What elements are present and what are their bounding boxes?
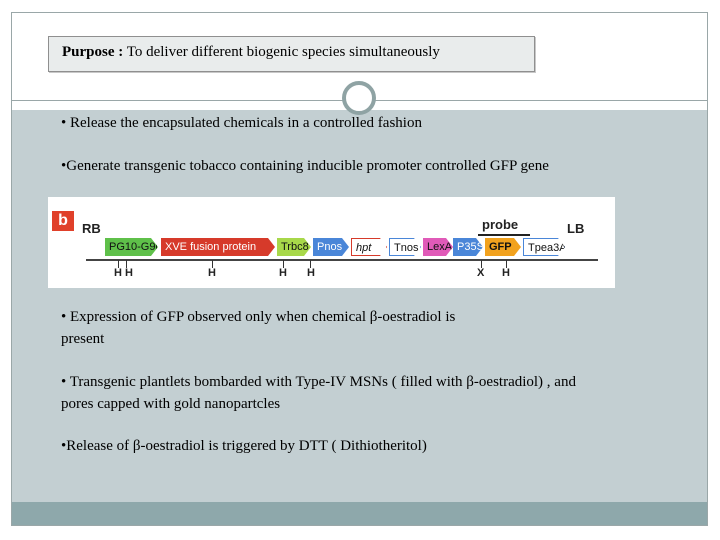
site-label-hh: H H <box>114 267 133 279</box>
rb-label: RB <box>82 221 101 236</box>
probe-line <box>478 234 530 236</box>
bullet-release: • Release the encapsulated chemicals in … <box>61 115 422 131</box>
site-tick <box>310 260 311 268</box>
segment-tpea3a: Tpea3A <box>523 238 565 256</box>
site-label-x: X <box>477 267 485 279</box>
gene-construct-diagram: b RB LB probe PG10-G90 XVE fusion protei… <box>48 197 615 288</box>
site-label-h: H <box>208 267 216 279</box>
segment-gfp: GFP <box>485 238 521 256</box>
segment-pg10-g90: PG10-G90 <box>105 238 158 256</box>
lb-label: LB <box>567 221 585 236</box>
bullet-release-dtt: •Release of β-oestradiol is triggered by… <box>61 438 427 454</box>
site-tick <box>126 260 127 268</box>
site-label-h: H <box>307 267 315 279</box>
site-tick <box>283 260 284 268</box>
segment-trbc8: Trbc8 <box>277 238 311 256</box>
segment-tnos: Tnos <box>389 238 421 256</box>
site-tick <box>118 260 119 268</box>
divider-circle-icon <box>342 81 376 115</box>
purpose-box: Purpose : To deliver different biogenic … <box>48 36 535 72</box>
site-label-h: H <box>279 267 287 279</box>
content-area <box>12 110 707 502</box>
segment-hpt: hpt <box>351 238 387 256</box>
bullet-expression-line1: • Expression of GFP observed only when c… <box>61 309 456 325</box>
dna-backbone <box>86 259 598 261</box>
segment-xve: XVE fusion protein <box>161 238 275 256</box>
segment-lexa: LexA <box>423 238 453 256</box>
probe-label: probe <box>482 217 519 232</box>
segment-p35s: P35S <box>453 238 483 256</box>
bullet-expression-line2: present <box>61 331 105 347</box>
bullet-generate: •Generate transgenic tobacco containing … <box>61 158 549 174</box>
bottom-bar <box>12 502 707 525</box>
site-tick <box>481 260 482 268</box>
site-tick <box>506 260 507 268</box>
bullet-transgenic-line1: • Transgenic plantlets bombarded with Ty… <box>61 374 576 390</box>
panel-label: b <box>52 211 74 231</box>
site-tick <box>212 260 213 268</box>
site-label-h: H <box>502 267 510 279</box>
purpose-label: Purpose : <box>62 44 124 60</box>
segment-pnos: Pnos <box>313 238 349 256</box>
bullet-transgenic-line2: pores capped with gold nanopartcles <box>61 396 281 412</box>
purpose-text: To deliver different biogenic species si… <box>126 44 440 60</box>
